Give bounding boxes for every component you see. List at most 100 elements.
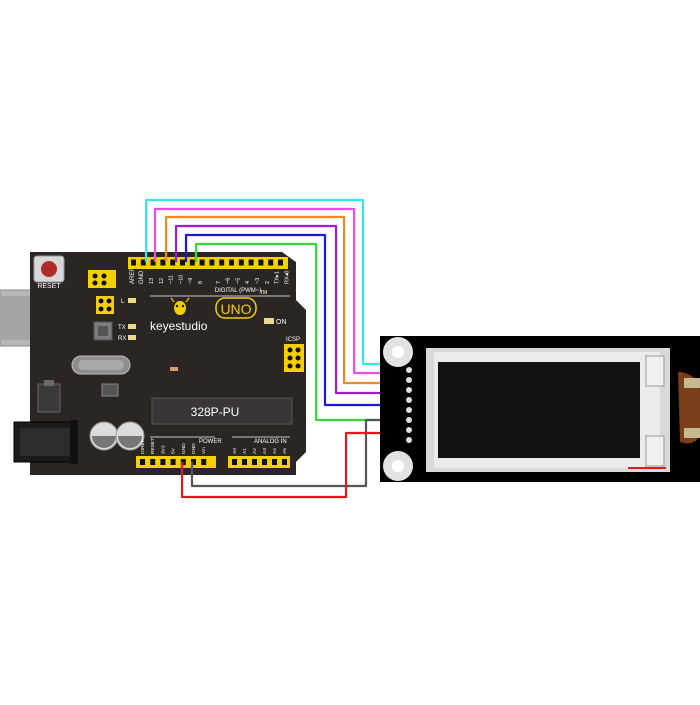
analog-label: ANALOG IN (254, 439, 287, 445)
analog-pin-label: A4 (272, 448, 278, 454)
wire-blue (184, 233, 380, 407)
digital-pin-label: RX◂0 (284, 271, 290, 284)
reset-label: RESET (37, 283, 61, 290)
voltage-regulator (37, 380, 61, 413)
usb-chip (93, 321, 113, 341)
model-name: UNO (220, 301, 251, 317)
capacitors (89, 421, 145, 451)
digital-pin-label: ~9 (188, 278, 194, 284)
digital-pin-label: 7 (216, 281, 222, 284)
ribbon-cable (678, 372, 700, 444)
header-hole (189, 259, 195, 266)
module-pin (406, 417, 412, 423)
led-rx-label: RX (118, 336, 126, 342)
analog-pin-label: A1 (242, 448, 248, 454)
header-hole (160, 459, 166, 465)
icsp-label: ICSP (286, 337, 300, 343)
header-hole (201, 459, 207, 465)
power-pin-label: 5V (171, 447, 177, 454)
header-hole (242, 459, 247, 465)
wire-red (180, 431, 380, 499)
digital-label: DIGITAL (PWM~) (215, 288, 262, 294)
display-module (380, 336, 700, 482)
power-pin-label: 3V3 (160, 445, 166, 454)
power-pin-label: IOREF (140, 439, 146, 454)
power-pin-label: RESET (150, 438, 156, 454)
header-hole (170, 259, 176, 266)
screen (438, 362, 640, 458)
small-chip (101, 383, 119, 397)
analog-pin-label: A5 (282, 448, 288, 454)
wire-gray (190, 418, 380, 488)
wire-purple (174, 224, 380, 395)
digital-pin-label: 12 (159, 278, 165, 284)
power-jack (13, 420, 78, 464)
header-hole (248, 259, 254, 266)
power-pin-label: Vin (201, 447, 207, 454)
atmega-chip: 328P-PU (151, 397, 293, 425)
module-pin-header (406, 367, 412, 443)
reset-button: RESET (33, 255, 65, 290)
digital-header (128, 257, 288, 269)
wire-orange (164, 215, 380, 385)
header-hole (268, 259, 274, 266)
header-hole (140, 259, 146, 266)
wire-magenta (153, 207, 380, 375)
header-hole (229, 259, 234, 266)
header-hole (282, 459, 287, 465)
module-pin (406, 377, 412, 383)
header-hole (238, 259, 244, 266)
header-hole (180, 259, 185, 266)
analog-pin-label: A2 (252, 448, 258, 454)
digital-pin-label: 8 (198, 281, 204, 284)
header-hole (131, 259, 136, 266)
module-pin (406, 387, 412, 393)
header-hole (209, 259, 215, 266)
header-hole (170, 459, 176, 465)
crystal (71, 355, 131, 375)
header-hole (258, 259, 264, 266)
chip-label: 328P-PU (191, 405, 240, 419)
wire-green (194, 242, 380, 422)
keyestudio-logo-icon (170, 297, 190, 315)
resistor (170, 367, 178, 371)
usb-icsp-header (88, 270, 116, 314)
digital-pin-label: 2 (265, 281, 271, 284)
digital-pin-label: ~10 (178, 275, 184, 284)
module-pin (406, 397, 412, 403)
gnd-top-label: GND (139, 270, 145, 284)
header-hole (199, 259, 205, 266)
header-hole (278, 259, 283, 266)
led-tx-label: TX (118, 325, 126, 331)
header-hole (180, 459, 186, 465)
header-hole (219, 259, 225, 266)
power-header (136, 456, 216, 468)
module-pin (406, 407, 412, 413)
power-pin-label: GND (191, 443, 197, 454)
header-hole (160, 259, 166, 266)
module-pin (406, 437, 412, 443)
header-hole (150, 259, 156, 266)
led-l-label: L (121, 299, 125, 305)
header-hole (252, 459, 257, 465)
digital-pin-label: ~6 (226, 278, 232, 284)
digital-pin-label: ~5 (235, 278, 241, 284)
digital-pin-label: 13 (149, 278, 155, 284)
power-pin-label: GND (181, 443, 187, 454)
header-hole (262, 459, 267, 465)
status-leds: L TX RX ON (118, 298, 287, 342)
analog-pin-label: A0 (232, 448, 238, 454)
tm-mark: TM (260, 290, 267, 296)
brand-name: keyestudio (150, 319, 208, 333)
uno-logo-badge (215, 297, 257, 319)
analog-header (228, 456, 290, 468)
digital-pin-label: ~11 (169, 275, 175, 284)
header-hole (140, 459, 145, 465)
digital-pin-label: 4 (245, 281, 251, 284)
module-pin (406, 367, 412, 373)
header-hole (272, 459, 277, 465)
on-label: ON (276, 319, 287, 326)
module-pin (406, 427, 412, 433)
header-hole (150, 459, 156, 465)
